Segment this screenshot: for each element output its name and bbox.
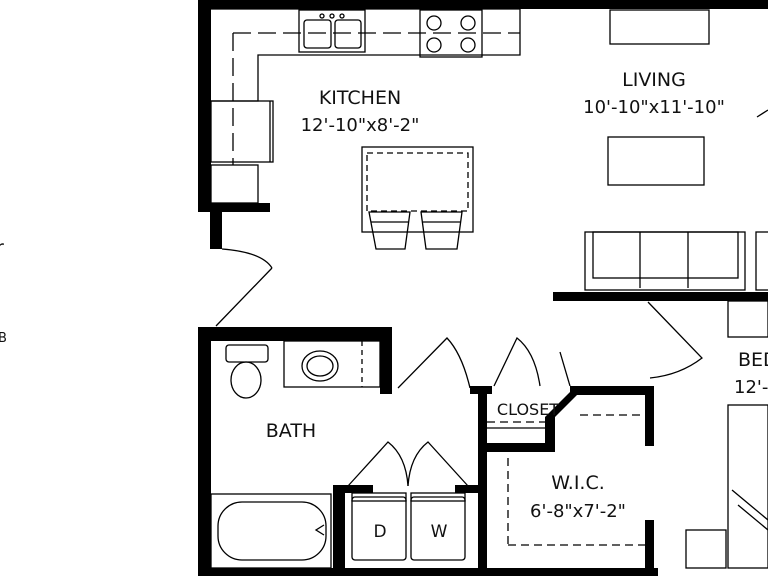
tv-console [609,9,710,45]
edge-letter-r: r [0,237,4,259]
edge-letter-b: B [0,331,7,346]
kitchen-label: KITCHEN [319,87,401,109]
upper-cabinets-dashed [232,32,520,165]
burner-icon [426,15,442,31]
wall-laundry-top-right [455,485,485,493]
wall-left-bath [198,327,211,576]
doors [215,248,703,487]
wall-wic-right-upper [645,386,654,446]
wall-wic-right-lower [645,520,654,576]
toilet-tank [225,344,269,363]
tub-drain [314,524,325,536]
kitchen-fixtures [210,8,521,250]
walls [198,0,768,576]
wic-label: W.I.C. [551,472,605,494]
faucet-icon [319,13,325,19]
dresser [685,529,727,569]
wall-bottom [198,568,658,576]
burner-icon [460,37,476,53]
island-top-dashed [366,152,469,212]
entry-door [215,248,273,327]
pantry [210,164,259,204]
wall-living-bottom [553,292,768,301]
wall-laundry-left [333,485,345,576]
bath-fixtures [210,340,381,569]
wall-closet-right [545,417,555,447]
bath-label: BATH [266,420,316,442]
toilet-bowl [230,361,262,399]
closet-door-left [493,336,541,387]
wall-laundry-top-left [333,485,373,493]
dryer-label: D [373,522,386,542]
coffee-table [607,136,705,186]
sofa-back [592,231,739,279]
bath-door [397,337,471,389]
wall-bath-right-upper [380,327,392,394]
laundry [351,492,466,561]
burner-icon [460,15,476,31]
bedroom-furniture [685,300,768,569]
sink-basin-right [334,19,362,49]
bathtub [210,493,332,569]
bedroom-dims: 12'-8 [734,377,768,398]
washer-label: W [431,522,448,542]
living-furniture [584,9,768,291]
room-labels: KITCHEN 12'-10"x8'-2" LIVING 10'-10"x11'… [0,69,768,542]
wall-left-jamb [210,212,222,249]
wall-left-kitchen [198,0,211,212]
wall-laundry-right [478,386,487,576]
closet-door-jamb [559,351,571,387]
vanity [283,340,381,388]
wall-top [198,0,768,9]
stool-left [368,211,411,250]
dryer [351,496,407,561]
wall-wic-top [570,386,654,395]
stool-right [420,211,463,250]
lavatory-sink [301,350,339,382]
dryer-top [351,492,407,502]
bedroom-label: BED [738,349,768,371]
washer-top [410,492,466,502]
wall-bath-top [198,327,388,341]
closet-label: CLOSET [497,400,559,419]
faucet-icon [329,13,335,19]
range-outline [419,9,483,58]
kitchen-island [361,146,474,233]
sofa [584,231,746,291]
bed [727,404,768,569]
chair-edge [755,231,768,291]
laundry-door-left [347,441,409,487]
bedroom-door [647,301,703,379]
laundry-door-right [407,441,469,487]
wall-kitchen-stub [198,203,270,212]
wall-closet-angle [545,392,580,417]
sink-inner [306,355,334,377]
nightstand [727,300,768,338]
sink-basin-left [303,19,332,49]
wall-closet-bottom [478,443,555,452]
washer [410,496,466,561]
bed-sheet-fold [731,489,768,531]
wic-dims: 6'-8"x7'-2" [530,501,626,522]
shelving [487,414,645,546]
burner-icon [426,37,442,53]
bathtub-basin [217,501,327,561]
kitchen-dims: 12'-10"x8'-2" [301,115,420,136]
sink-outline [298,9,366,53]
living-label: LIVING [622,69,686,91]
refrigerator [210,100,274,163]
edge-mark [756,109,768,118]
living-dims: 10'-10"x11'-10" [583,97,725,118]
faucet-icon [339,13,345,19]
